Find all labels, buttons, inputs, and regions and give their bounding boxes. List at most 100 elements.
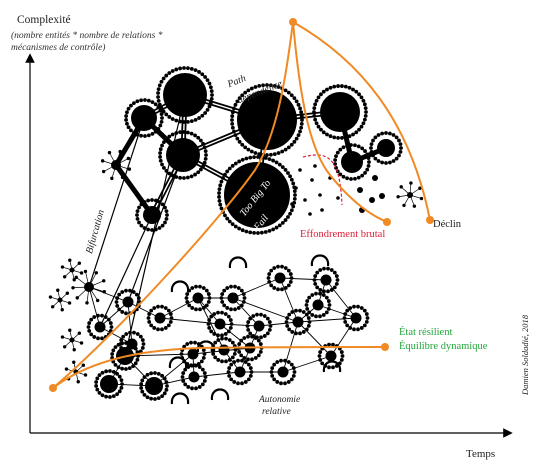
mesh-node	[100, 375, 118, 393]
hub-too-big-fail-ring	[267, 157, 272, 162]
mesh-node-ring	[258, 350, 263, 354]
hub-too-big-fail-ring	[274, 225, 279, 230]
mesh-node-ring	[339, 350, 344, 354]
mesh-node-ring	[326, 299, 331, 303]
mesh-node-ring	[207, 326, 212, 330]
mesh-edge	[325, 279, 357, 319]
hub-a-ring	[131, 130, 136, 135]
mesh-node-ring	[242, 296, 247, 300]
mesh-node-ring	[272, 286, 277, 290]
hub-too-big-fail-ring	[223, 213, 227, 218]
mesh-node-ring	[116, 365, 121, 370]
hub-i-ring	[387, 160, 392, 165]
hub-too-big-fail-ring	[283, 218, 288, 222]
mesh-node-ring	[318, 288, 323, 292]
hub-too-big-ring	[299, 110, 304, 115]
hub-b-ring	[208, 100, 213, 105]
mesh-node-ring	[120, 382, 124, 386]
mesh-node-ring	[255, 312, 259, 317]
hub-too-big-ring	[249, 149, 254, 154]
mesh-node-ring	[307, 310, 312, 315]
hub-c-ring	[182, 130, 186, 134]
mesh-node-ring	[115, 296, 120, 300]
hub-h	[341, 151, 363, 173]
mesh-node-ring	[332, 270, 337, 275]
mesh-node-ring	[259, 335, 263, 340]
mesh-node-ring	[128, 288, 132, 293]
mesh-node-ring	[168, 320, 173, 324]
hub-h-ring	[367, 160, 371, 164]
mesh-node-ring	[124, 311, 128, 316]
hub-g-ring	[359, 95, 364, 100]
hub-b-ring	[156, 91, 160, 95]
mesh-node-ring	[250, 334, 254, 339]
hub-b-ring	[156, 87, 161, 92]
mesh-node-ring	[287, 312, 292, 317]
hub-c-ring	[185, 130, 190, 135]
hub-g-ring	[312, 113, 317, 118]
mesh-node-ring	[246, 328, 251, 332]
mesh-node-ring	[115, 304, 120, 308]
hub-b-ring	[182, 66, 186, 70]
mesh-node-ring	[320, 361, 325, 366]
mesh-node-ring	[120, 290, 125, 294]
mesh-node-ring	[286, 360, 291, 364]
network-edges	[50, 92, 422, 405]
hub-a-ring	[159, 119, 164, 124]
mesh-node-ring	[289, 362, 294, 367]
hub-c-ring	[160, 143, 164, 148]
mesh-node-ring	[194, 284, 198, 289]
mesh-node-ring	[139, 382, 144, 386]
hub-a-ring	[129, 103, 133, 108]
hub-i-ring	[369, 146, 373, 150]
mesh-node-ring	[248, 331, 253, 336]
declin-star-leaf	[418, 186, 422, 190]
mesh-node-ring	[326, 266, 330, 271]
endpoint-start	[49, 384, 57, 392]
node-origin-leaf	[95, 298, 100, 303]
mesh-node-ring	[236, 306, 241, 310]
mesh-node-ring	[241, 300, 246, 304]
hub-b-ring	[182, 120, 186, 124]
hub-d-ring	[137, 205, 141, 210]
mesh-node	[122, 296, 134, 308]
mesh-node-ring	[250, 357, 254, 362]
hub-h-ring	[360, 173, 365, 178]
mesh-node-ring	[331, 342, 335, 347]
mesh-node-ring	[201, 356, 206, 360]
hub-g-ring	[351, 132, 355, 137]
hub-too-big-ring	[230, 122, 235, 126]
mesh-node-ring	[164, 387, 169, 392]
mesh-node-ring	[200, 382, 205, 387]
mesh-node-ring	[236, 286, 241, 290]
hub-j-leaf	[120, 175, 125, 180]
label-equilibre: Équilibre dynamique	[399, 341, 488, 352]
mesh-node-ring	[307, 295, 312, 300]
mesh-node-ring	[89, 332, 94, 337]
hub-too-big-fail-ring	[244, 229, 249, 234]
mesh-node-ring	[239, 338, 244, 343]
hub-too-big-fail-ring	[221, 176, 225, 180]
mesh-node-ring	[132, 330, 136, 335]
mesh-node	[227, 292, 239, 304]
mesh-node-ring	[149, 371, 154, 376]
mesh-node-ring	[227, 366, 232, 370]
mesh-node-ring	[343, 312, 348, 316]
mesh-node-ring	[196, 362, 201, 366]
hub-i-ring	[380, 131, 385, 136]
hub-c-ring	[203, 149, 208, 154]
trajectory-decline	[292, 21, 431, 221]
mesh-node-ring	[153, 371, 157, 375]
mesh-node-ring	[212, 332, 217, 336]
small-star-leaf	[60, 308, 64, 312]
hub-too-big-ring	[276, 85, 281, 89]
hub-a-ring	[153, 129, 158, 134]
hub-i-ring	[376, 133, 381, 137]
hub-too-big-fail-ring	[289, 208, 294, 213]
mesh-node-ring	[100, 313, 104, 318]
small-star	[69, 337, 75, 343]
hub-b-ring	[200, 113, 205, 118]
mesh-node-ring	[243, 360, 248, 364]
mesh-node-ring	[202, 352, 207, 356]
small-star-leaf	[77, 331, 82, 335]
